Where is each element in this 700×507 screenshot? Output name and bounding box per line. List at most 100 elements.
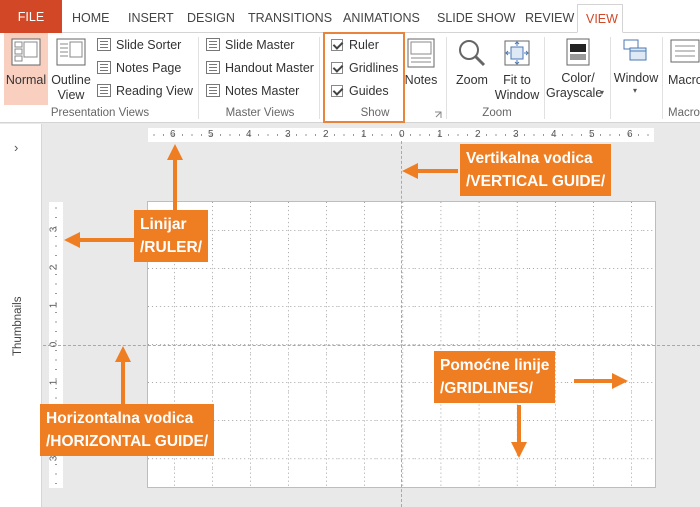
dropdown-arrow-icon: ▾ <box>633 86 638 95</box>
horizontal-ruler[interactable]: 6 5 4 3 2 1 0 1 2 3 4 5 6 <box>148 128 654 142</box>
notes-page-label: Notes Page <box>116 61 182 75</box>
ruler-callout: Linijar /RULER/ <box>134 210 208 262</box>
horizontal-guide-callout: Horizontalna vodica /HORIZONTAL GUIDE/ <box>40 404 215 456</box>
ruler-number: 2 <box>475 129 481 140</box>
ruler-number: 5 <box>589 129 595 140</box>
slide-sorter-icon <box>97 38 111 51</box>
notes-master-label: Notes Master <box>225 84 300 98</box>
gridlines-checkbox-label: Gridlines <box>349 61 399 75</box>
color-grayscale-label-1: Color/ <box>561 71 595 85</box>
tab-home[interactable]: HOME <box>72 11 110 25</box>
handout-master-icon <box>206 61 220 74</box>
macros-icon <box>670 39 700 63</box>
notes-page-icon <box>97 61 111 74</box>
macros-group-label: Macro <box>668 107 700 119</box>
group-divider <box>610 37 611 119</box>
ruler-number: 1 <box>48 379 60 386</box>
tab-review[interactable]: REVIEW <box>525 11 575 25</box>
normal-view-button[interactable]: Normal <box>4 33 48 105</box>
dropdown-arrow-icon: ▾ <box>600 88 605 97</box>
ruler-number: 4 <box>246 129 252 140</box>
color-grayscale-button[interactable]: Color/ Grayscale ▾ <box>546 33 608 105</box>
reading-view-label: Reading View <box>116 84 193 98</box>
color-grayscale-icon <box>566 38 590 66</box>
group-divider <box>319 37 320 119</box>
normal-view-label: Normal <box>5 73 47 87</box>
ruler-number: 1 <box>437 129 443 140</box>
guides-checkbox-label: Guides <box>349 84 389 98</box>
outline-view-label-2: View <box>57 88 85 102</box>
window-button[interactable]: Window ▾ <box>612 33 660 105</box>
fit-to-window-label-1: Fit to <box>503 73 531 87</box>
ruler-number: 3 <box>48 226 60 233</box>
tab-transitions[interactable]: TRANSITIONS <box>248 11 333 25</box>
vertical-guide-callout-line-2: /VERTICAL GUIDE/ <box>466 173 606 190</box>
master-views-group-label: Master Views <box>225 107 295 119</box>
zoom-group-label: Zoom <box>482 107 512 119</box>
thumbnails-label: Thumbnails <box>12 296 24 356</box>
ruler-number: 6 <box>170 129 176 140</box>
magnifier-icon <box>459 40 486 67</box>
vertical-guide[interactable] <box>401 141 402 507</box>
show-group-label: Show <box>360 107 390 119</box>
reading-view-icon <box>97 84 111 97</box>
window-label: Window <box>613 71 659 85</box>
fit-to-window-label-2: Window <box>494 88 540 102</box>
thumbnails-pane[interactable]: › Thumbnails <box>0 124 42 507</box>
notes-button[interactable]: Notes <box>403 33 439 105</box>
window-icon <box>623 39 647 61</box>
notes-master-icon <box>206 84 220 97</box>
tab-view[interactable]: VIEW <box>577 4 623 33</box>
ruler-checkbox-label: Ruler <box>349 38 379 52</box>
horizontal-guide[interactable] <box>43 345 700 346</box>
zoom-label: Zoom <box>456 73 488 87</box>
notes-icon <box>407 38 435 68</box>
tab-file[interactable]: FILE <box>0 0 62 33</box>
fit-to-window-button[interactable]: Fit to Window <box>494 33 540 105</box>
horizontal-guide-callout-line-1: Horizontalna vodica <box>46 410 194 427</box>
outline-view-label-1: Outline <box>51 73 91 87</box>
expand-chevron-icon[interactable]: › <box>14 140 19 155</box>
slide-sorter-label: Slide Sorter <box>116 38 182 52</box>
ruler-number: 5 <box>208 129 214 140</box>
ruler-number: 1 <box>361 129 367 140</box>
ribbon-view: Normal Outline View Slide Sorter Notes P… <box>0 33 700 123</box>
tab-slide-show[interactable]: SLIDE SHOW <box>437 11 516 25</box>
group-divider <box>446 37 447 119</box>
macros-button[interactable]: Macro <box>664 33 700 105</box>
ruler-number: 1 <box>48 302 60 309</box>
slide-master-label: Slide Master <box>225 38 295 52</box>
ruler-number: 3 <box>285 129 291 140</box>
gridlines-checkbox-box[interactable] <box>331 62 343 74</box>
ruler-number: 2 <box>323 129 329 140</box>
zoom-button[interactable]: Zoom <box>452 33 492 105</box>
group-divider <box>198 37 199 119</box>
gridlines-callout: Pomoćne linije /GRIDLINES/ <box>434 351 556 403</box>
tab-insert[interactable]: INSERT <box>128 11 174 25</box>
horizontal-ruler-ticks <box>153 134 649 136</box>
outline-view-icon <box>56 38 86 66</box>
ruler-callout-line-2: /RULER/ <box>140 239 202 256</box>
tab-design[interactable]: DESIGN <box>187 11 235 25</box>
fit-to-window-icon <box>504 40 530 66</box>
outline-view-button[interactable]: Outline View <box>49 33 93 105</box>
ruler-number: 2 <box>48 264 60 271</box>
ruler-number: 3 <box>513 129 519 140</box>
presentation-views-group-label: Presentation Views <box>50 107 150 119</box>
group-divider <box>662 37 663 119</box>
tab-animations[interactable]: ANIMATIONS <box>343 11 420 25</box>
ruler-number: 4 <box>551 129 557 140</box>
ruler-number: 6 <box>627 129 633 140</box>
horizontal-guide-callout-line-2: /HORIZONTAL GUIDE/ <box>46 433 209 450</box>
slide-master-icon <box>206 38 220 51</box>
gridlines-callout-line-1: Pomoćne linije <box>440 357 550 374</box>
notes-label: Notes <box>404 73 438 87</box>
guides-checkbox-box[interactable] <box>331 85 343 97</box>
ribbon-tab-bar: FILE HOME INSERT DESIGN TRANSITIONS ANIM… <box>0 0 700 33</box>
show-group-highlight <box>323 32 405 123</box>
vertical-guide-callout-line-1: Vertikalna vodica <box>466 150 593 167</box>
dialog-launcher-icon[interactable] <box>434 111 442 119</box>
ruler-checkbox-box[interactable] <box>331 39 343 51</box>
ruler-number: 3 <box>48 455 60 462</box>
